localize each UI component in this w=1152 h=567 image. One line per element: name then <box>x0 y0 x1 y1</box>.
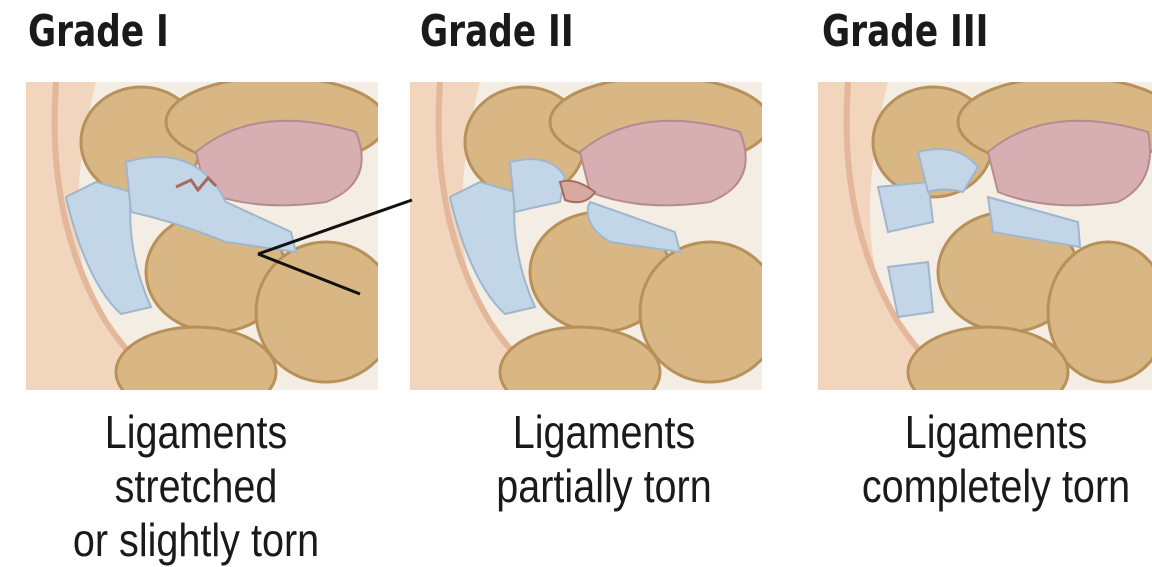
grade-2-title: Grade II <box>420 6 574 57</box>
grade-2-illustration <box>410 82 762 390</box>
grade-2-caption-line-2: partially torn <box>432 459 776 513</box>
grade-3-illustration <box>818 82 1152 390</box>
grade-3-title: Grade III <box>822 6 988 57</box>
grade-1-caption-line-1: Ligaments stretched <box>24 405 368 513</box>
grade-2-caption: Ligaments partially torn <box>432 405 776 513</box>
grade-1-caption: Ligaments stretched or slightly torn <box>24 405 368 567</box>
grade-1-illustration <box>26 82 378 390</box>
grade-3-caption-line-2: completely torn <box>824 459 1152 513</box>
grade-3-caption: Ligaments completely torn <box>824 405 1152 513</box>
grade-1-title: Grade I <box>28 6 169 57</box>
grade-2-caption-line-1: Ligaments <box>432 405 776 459</box>
grade-1-caption-line-2: or slightly torn <box>24 513 368 567</box>
grade-3-caption-line-1: Ligaments <box>824 405 1152 459</box>
